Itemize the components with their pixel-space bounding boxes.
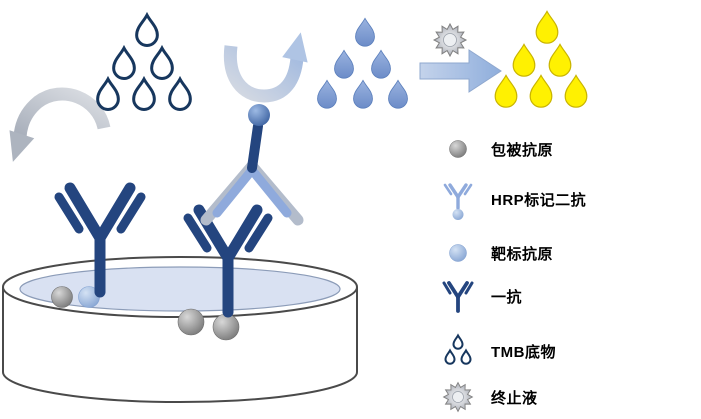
legend-label-stop-solution: 终止液: [491, 389, 538, 407]
legend-label-primary-antibody: 一抗: [491, 288, 523, 306]
legend-item-primary-antibody: 一抗: [438, 275, 522, 317]
legend-label-hrp-secondary: HRP标记二抗: [491, 191, 587, 209]
legend-item-coated-antigen: 包被抗原: [438, 128, 553, 170]
antigen-pair: [51, 286, 100, 308]
antibody-sandwich-complex: [183, 104, 304, 318]
legend: 包被抗原 HRP标记二抗: [438, 0, 701, 419]
tmb-substrate-droplets: [96, 13, 192, 112]
hrp-secondary-antibody-icon: [438, 176, 478, 222]
legend-item-tmb-substrate: TMB底物: [438, 330, 556, 372]
legend-label-coated-antigen: 包被抗原: [491, 141, 554, 159]
legend-item-stop-solution: 终止液: [438, 376, 538, 418]
coated-antigen-icon: [438, 138, 478, 160]
tmb-substrate-icon: [438, 332, 478, 370]
legend-item-target-antigen: 靶标抗原: [438, 232, 553, 274]
add-substrate-curved-arrow: [223, 32, 308, 103]
reacting-substrate-droplets: [317, 17, 408, 109]
legend-label-target-antigen: 靶标抗原: [491, 245, 554, 263]
stop-reaction-arrow: [419, 49, 502, 93]
stop-solution-icon: [438, 380, 478, 414]
primary-antibody-icon: [438, 277, 478, 315]
legend-item-hrp-secondary: HRP标记二抗: [438, 176, 586, 222]
stop-solution-burst: [433, 23, 467, 57]
legend-label-tmb-substrate: TMB底物: [491, 343, 556, 361]
microplate-well: [2, 256, 358, 403]
secondary-antibody-arms-blue: [212, 165, 292, 218]
target-antigen-icon: [438, 242, 478, 264]
wash-curved-arrow: [9, 87, 111, 162]
hrp-enzyme-ball: [248, 104, 270, 126]
primary-antibody-left: [54, 182, 146, 298]
secondary-antibody-stem: [247, 121, 263, 173]
coated-antigens-in-well: [177, 308, 240, 341]
